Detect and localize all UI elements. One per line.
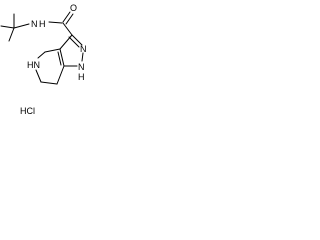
bond-c7a-c3a-a	[59, 48, 65, 67]
bond-c6-c7	[40, 81, 58, 85]
bond-n5-c6	[35, 69, 42, 83]
bond-c7-c7a	[56, 65, 65, 85]
pyrazole-n-top-label: N	[80, 44, 87, 54]
atom-labels: N H O N N H HN	[27, 3, 87, 82]
amide-n-label: N	[31, 19, 38, 29]
amide-h-label: H	[39, 19, 46, 29]
bond-c7a-c3a-b	[57, 51, 62, 66]
bond-carbonyl-double-a	[62, 11, 71, 23]
bond-amide-n-to-carbonyl-c	[48, 21, 63, 24]
bond-c3-n2-a	[71, 34, 83, 46]
tert-butyl-group	[0, 13, 30, 42]
pyrazole-n-bottom-label: N	[78, 62, 85, 72]
bond-n2-n1	[81, 52, 84, 62]
bond-c3-n2-b	[68, 36, 80, 48]
ring-nh-label: HN	[27, 60, 40, 70]
bond-tbu-methyl-left	[0, 25, 15, 29]
bond-tbu-to-amide-n	[13, 23, 30, 29]
pyrazole-nh-h-label: H	[78, 72, 85, 82]
pyrazole-ring	[57, 34, 84, 67]
tetrahydropyridine-ring	[35, 48, 65, 85]
hcl-salt-label: HCl	[20, 106, 35, 116]
chemical-structure-diagram: N H O N N H HN HCl	[0, 3, 87, 116]
bond-c4-n5	[37, 51, 46, 59]
bond-tbu-methyl-bottom	[8, 27, 15, 42]
bond-c3a-c3	[59, 34, 73, 50]
bond-carbonyl-c-to-ring	[62, 22, 73, 36]
bond-c3a-c4	[44, 48, 61, 53]
bond-carbonyl-double-b	[65, 13, 74, 25]
carbonyl-o-label: O	[70, 3, 77, 13]
amide-group	[48, 11, 74, 36]
